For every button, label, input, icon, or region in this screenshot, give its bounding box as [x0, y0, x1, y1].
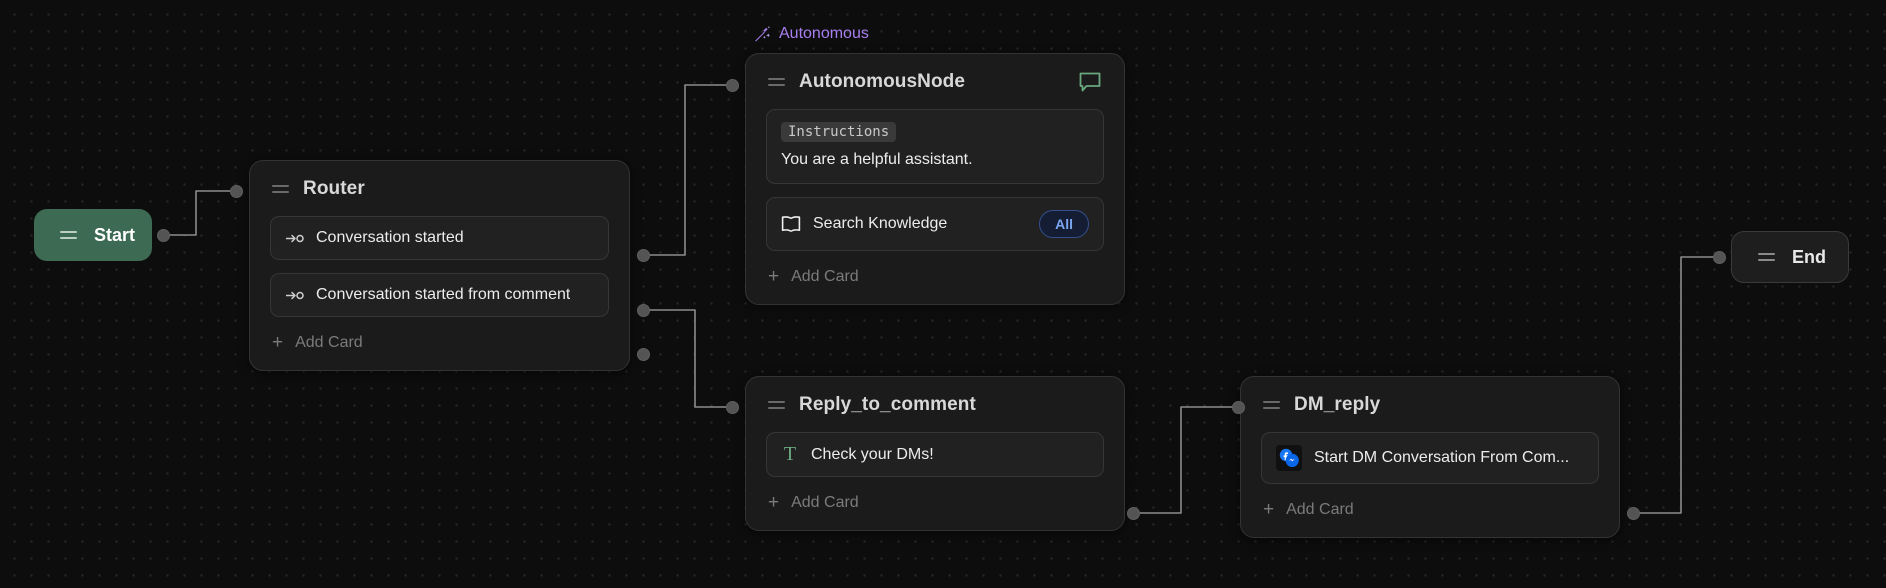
facebook-messenger-icon — [1276, 445, 1302, 471]
arrow-to-circle-icon — [286, 291, 304, 299]
dm-node-title: DM_reply — [1294, 394, 1381, 415]
router-node-title: Router — [303, 178, 365, 199]
dm-node-header[interactable]: DM_reply — [1241, 377, 1619, 416]
reply-node-header[interactable]: Reply_to_comment — [746, 377, 1124, 416]
instructions-text: You are a helpful assistant. — [781, 151, 973, 168]
drag-handle-icon[interactable] — [768, 401, 785, 409]
router-node-input-port[interactable] — [230, 185, 243, 198]
end-node-input-port[interactable] — [1713, 251, 1726, 264]
reply-node-title: Reply_to_comment — [799, 394, 976, 415]
dm-action-card-label: Start DM Conversation From Com... — [1314, 449, 1570, 466]
router-card-label: Conversation started — [316, 229, 464, 246]
dm-add-card-label: Add Card — [1286, 500, 1354, 518]
router-node[interactable]: Router Conversation started Conversation… — [249, 160, 630, 371]
reply-node-body: T Check your DMs! — [746, 416, 1124, 483]
start-node[interactable]: Start — [34, 209, 152, 261]
text-t-icon: T — [783, 443, 797, 465]
reply-add-card-button[interactable]: + Add Card — [746, 483, 1124, 530]
router-card-2-output-port[interactable] — [637, 304, 650, 317]
book-icon — [781, 216, 801, 233]
dm-reply-node[interactable]: DM_reply Start DM Conversation From Com.… — [1240, 376, 1620, 538]
dm-node-body: Start DM Conversation From Com... — [1241, 416, 1619, 490]
router-card-conversation-started-from-comment[interactable]: Conversation started from comment — [270, 273, 609, 317]
router-card-conversation-started[interactable]: Conversation started — [270, 216, 609, 260]
autonomous-group-badge: Autonomous — [753, 25, 869, 43]
router-node-header[interactable]: Router — [250, 161, 629, 200]
plus-icon: + — [1263, 499, 1275, 520]
search-knowledge-label: Search Knowledge — [813, 215, 948, 232]
drag-handle-icon[interactable] — [768, 78, 785, 86]
end-node-label: End — [1792, 246, 1826, 267]
plus-icon: + — [768, 266, 780, 287]
start-node-label: Start — [94, 224, 136, 245]
instructions-chip: Instructions — [781, 122, 897, 142]
magic-wand-icon — [755, 26, 771, 42]
drag-handle-icon[interactable] — [272, 185, 289, 193]
dm-add-card-button[interactable]: + Add Card — [1241, 490, 1619, 537]
autonomous-node-input-port[interactable] — [726, 79, 739, 92]
reply-text-card[interactable]: T Check your DMs! — [766, 432, 1104, 477]
instructions-card[interactable]: Instructions You are a helpful assistant… — [766, 109, 1104, 184]
plus-icon: + — [768, 492, 780, 513]
comment-icon[interactable] — [1078, 71, 1102, 93]
start-node-output-port[interactable] — [157, 229, 170, 242]
reply-text-card-label: Check your DMs! — [811, 445, 934, 463]
search-knowledge-card[interactable]: Search Knowledge All — [766, 197, 1104, 251]
router-add-card-label: Add Card — [295, 333, 363, 351]
dm-node-input-port[interactable] — [1232, 401, 1245, 414]
autonomous-node-header[interactable]: AutonomousNode — [746, 54, 1124, 93]
router-add-card-button[interactable]: + Add Card — [250, 323, 629, 370]
router-add-card-output-port[interactable] — [637, 348, 650, 361]
autonomous-node-body: Instructions You are a helpful assistant… — [746, 93, 1124, 257]
autonomous-group-label: Autonomous — [779, 25, 869, 42]
reply-node-input-port[interactable] — [726, 401, 739, 414]
dm-node-output-port[interactable] — [1627, 507, 1640, 520]
knowledge-scope-badge[interactable]: All — [1039, 210, 1089, 238]
end-node[interactable]: End — [1731, 231, 1849, 283]
dm-action-card[interactable]: Start DM Conversation From Com... — [1261, 432, 1599, 484]
autonomous-node[interactable]: AutonomousNode Instructions You are a he… — [745, 53, 1125, 305]
autonomous-node-title: AutonomousNode — [799, 71, 966, 92]
reply-to-comment-node[interactable]: Reply_to_comment T Check your DMs! + Add… — [745, 376, 1125, 531]
router-card-1-output-port[interactable] — [637, 249, 650, 262]
router-node-body: Conversation started Conversation starte… — [250, 200, 629, 323]
drag-handle-icon[interactable] — [60, 231, 77, 239]
autonomous-add-card-label: Add Card — [791, 267, 859, 285]
drag-handle-icon[interactable] — [1758, 253, 1775, 261]
reply-node-output-port[interactable] — [1127, 507, 1140, 520]
arrow-to-circle-icon — [286, 234, 304, 242]
reply-add-card-label: Add Card — [791, 493, 859, 511]
plus-icon: + — [272, 332, 284, 353]
router-card-label: Conversation started from comment — [316, 286, 571, 303]
autonomous-add-card-button[interactable]: + Add Card — [746, 257, 1124, 304]
drag-handle-icon[interactable] — [1263, 401, 1280, 409]
